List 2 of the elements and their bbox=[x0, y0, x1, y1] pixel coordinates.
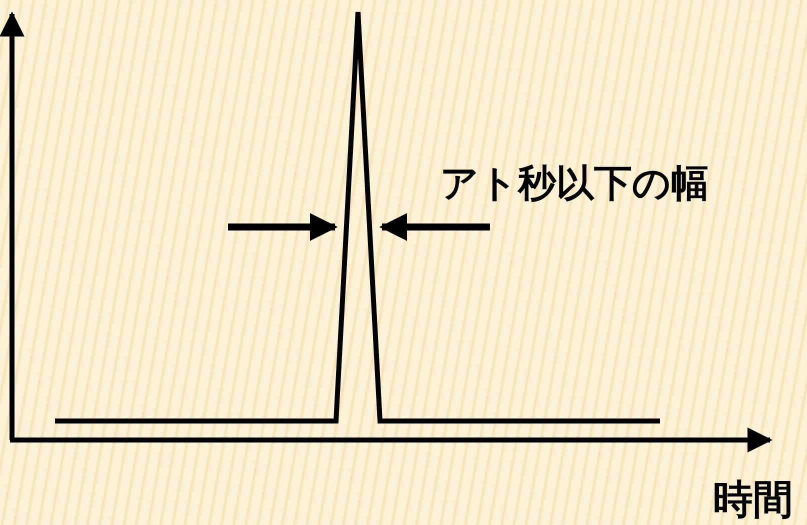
width-label: アト秒以下の幅 bbox=[440, 164, 709, 202]
axis-label: 時間 bbox=[713, 480, 793, 520]
